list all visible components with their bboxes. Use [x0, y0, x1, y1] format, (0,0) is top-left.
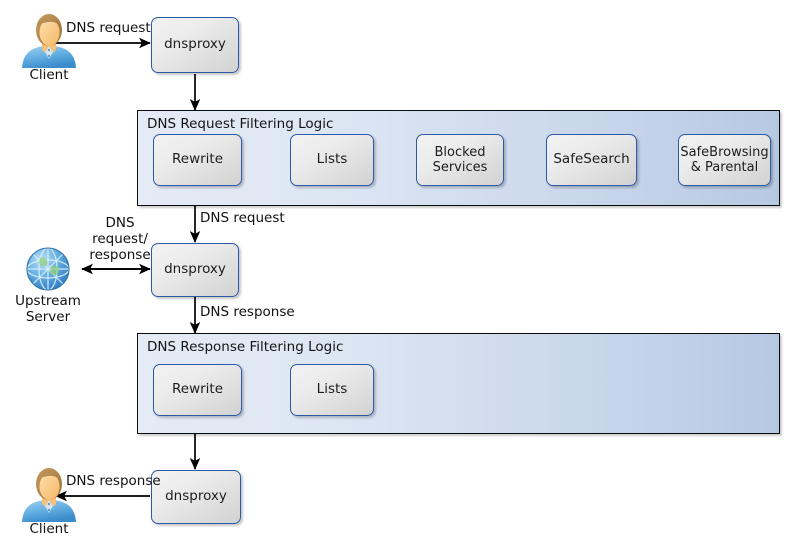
- node-label: Blocked Services: [432, 144, 488, 175]
- group-dns-response-filtering: DNS Response Filtering Logic: [137, 333, 780, 434]
- node-request-blocked-services[interactable]: Blocked Services: [416, 134, 504, 186]
- node-response-rewrite[interactable]: Rewrite: [153, 364, 242, 416]
- edge-label-dnsproxy-to-response-filter: DNS response: [200, 304, 295, 320]
- actor-client-top: Client: [18, 12, 80, 84]
- actor-client-bottom-label: Client: [29, 521, 69, 537]
- globe-icon: [26, 247, 70, 291]
- node-request-lists[interactable]: Lists: [290, 134, 374, 186]
- edge-label-dnsproxy-to-request-filter: DNS request: [200, 210, 285, 226]
- node-dnsproxy-bottom[interactable]: dnsproxy: [151, 470, 241, 524]
- node-label: Rewrite: [171, 151, 224, 168]
- user-icon: [22, 468, 76, 522]
- node-label: dnsproxy: [164, 261, 226, 278]
- node-label: Rewrite: [171, 381, 224, 398]
- node-request-rewrite[interactable]: Rewrite: [153, 134, 242, 186]
- node-label: dnsproxy: [164, 36, 226, 53]
- edge-label-dnsproxy-to-client: DNS response: [66, 473, 161, 489]
- node-label: SafeBrowsing & Parental: [680, 144, 769, 175]
- node-dnsproxy-top[interactable]: dnsproxy: [151, 17, 239, 73]
- actor-upstream-server: Upstream Server: [15, 242, 81, 328]
- actor-upstream-label: Upstream Server: [15, 293, 81, 325]
- node-label: Lists: [316, 381, 348, 398]
- actor-client-top-label: Client: [29, 67, 69, 83]
- node-label: SafeSearch: [553, 151, 630, 168]
- edge-label-upstream-exchange: DNS request/ response: [89, 215, 151, 263]
- user-icon: [22, 14, 76, 68]
- node-request-safebrowsing-parental[interactable]: SafeBrowsing & Parental: [678, 134, 771, 186]
- group-title: DNS Request Filtering Logic: [147, 116, 334, 132]
- actor-client-bottom: Client: [18, 466, 80, 538]
- node-label: dnsproxy: [165, 488, 227, 505]
- edge-label-client-to-dnsproxy: DNS request: [66, 20, 151, 36]
- node-label: Lists: [316, 151, 348, 168]
- group-title: DNS Response Filtering Logic: [147, 339, 344, 355]
- node-dnsproxy-middle[interactable]: dnsproxy: [151, 243, 239, 297]
- node-request-safesearch[interactable]: SafeSearch: [546, 134, 637, 186]
- node-response-lists[interactable]: Lists: [290, 364, 374, 416]
